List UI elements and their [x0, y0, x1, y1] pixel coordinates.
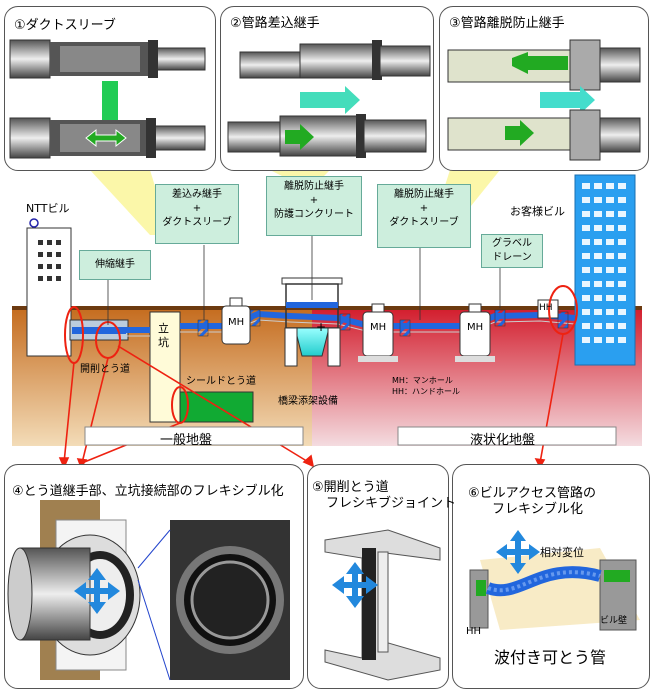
mh2-label: MH [370, 322, 387, 333]
label-sashikomi-3: ダクトスリーブ [162, 217, 232, 228]
customer-building-label: お客様ビル [510, 205, 565, 218]
label-ridatsu-duct-2: + [419, 203, 429, 214]
pipe-name-label: 波付き可とう管 [494, 648, 607, 667]
panel5-title-1: ⑤開削とう道 [312, 480, 389, 495]
label-gravel: グラベル ドレーン [481, 234, 543, 268]
panel6-hh-label: HH [466, 626, 482, 637]
panel2-title: ②管路差込継手 [230, 16, 320, 31]
shield-tunnel-shape [179, 391, 254, 423]
kaisaku-label: 開削とう道 [80, 364, 130, 375]
label-sashikomi-1: 差込み継手 [172, 189, 222, 200]
panel3-title: ③管路離脱防止継手 [449, 16, 565, 31]
panel6-title-2: フレキシブル化 [492, 502, 584, 517]
legend-hh: HH：ハンドホール [392, 387, 461, 396]
panel6-title-1: ⑥ビルアクセス管路の [468, 486, 597, 501]
label-ridatsu-bogo-2: + [309, 195, 319, 206]
handhole-shape [537, 299, 559, 319]
tatekou-label: 立坑 [158, 322, 172, 350]
manhole-2 [358, 303, 398, 362]
ground-normal-label: 一般地盤 [160, 433, 213, 448]
legend-mh: MH：マンホール [392, 376, 453, 385]
hh-label: HH [539, 303, 553, 313]
label-ridatsu-bogo: 離脱防止継手 + 防護コンクリート [266, 176, 362, 236]
panel4-title: ④とう道継手部、立坑接続部のフレキシブル化 [12, 484, 284, 499]
kyoryo-label: 橋梁添架設備 [278, 396, 338, 407]
label-ridatsu-duct-1: 離脱防止継手 [394, 189, 454, 200]
ntt-building-shape [26, 227, 72, 357]
label-ridatsu-bogo-3: 防護コンクリート [274, 209, 354, 220]
panel5-title-2: フレシキブジョイント [326, 496, 457, 511]
label-ridatsu-bogo-1: 離脱防止継手 [284, 181, 344, 192]
label-gravel-1: グラベル [492, 238, 532, 249]
panel1-title: ①ダクトスリーブ [14, 18, 116, 33]
label-shinshuku: 伸縮継手 [79, 250, 151, 280]
label-gravel-2: ドレーン [492, 252, 532, 263]
beam-1 [90, 170, 170, 235]
svg-text:+: + [316, 320, 326, 334]
ntt-building-label: NTTビル [26, 202, 70, 215]
label-sashikomi-2: + [192, 203, 202, 214]
shield-label: シールドとう道 [186, 376, 256, 387]
manhole-1 [221, 297, 251, 345]
label-shinshuku-text: 伸縮継手 [95, 259, 135, 270]
label-sashikomi: 差込み継手 + ダクトスリーブ [155, 184, 239, 244]
shaft-shape [149, 311, 181, 423]
label-ridatsu-duct: 離脱防止継手 + ダクトスリーブ [377, 184, 471, 248]
tatekou-text: 立坑 [158, 322, 169, 349]
biru-heki-label: ビル壁 [600, 616, 628, 626]
soutai-label: 相対変位 [540, 546, 584, 559]
mh3-label: MH [467, 322, 484, 333]
ground-liquefy-label: 液状化地盤 [470, 433, 536, 448]
label-ridatsu-duct-3: ダクトスリーブ [389, 217, 459, 228]
mh1-label: MH [228, 317, 245, 328]
manhole-3 [455, 303, 495, 362]
